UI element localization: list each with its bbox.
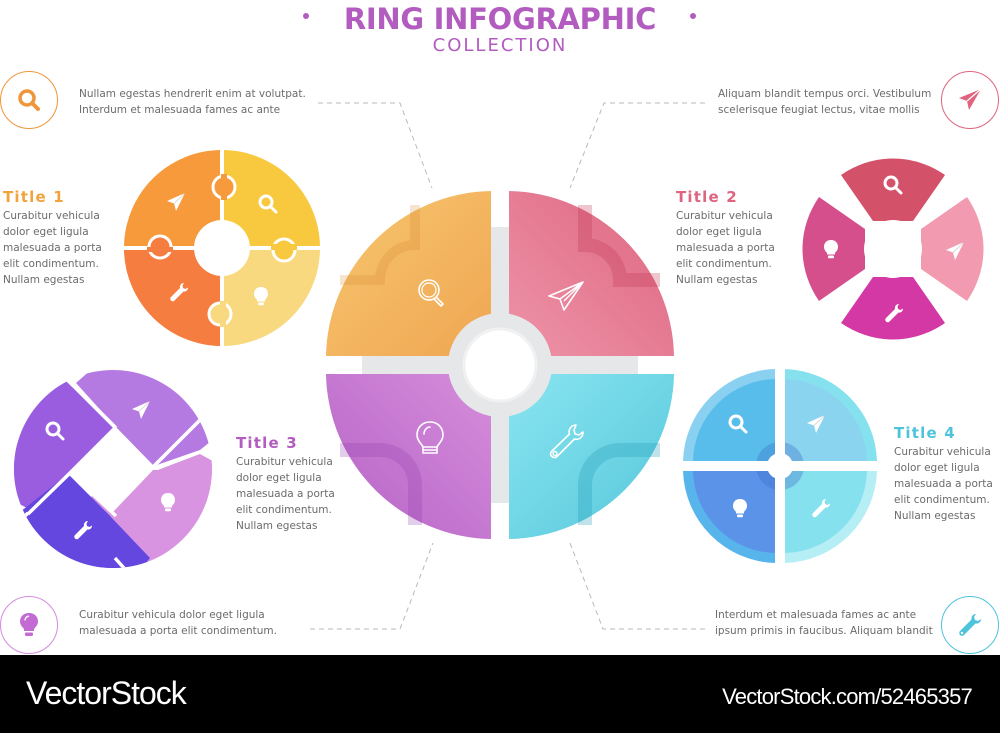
page-title: RING INFOGRAPHIC [343, 2, 657, 36]
page-subtitle: COLLECTION [432, 35, 568, 56]
section-body: Curabitur vehicula dolor eget ligula mal… [3, 208, 123, 288]
petal-segment-plane[interactable] [921, 197, 984, 301]
quadrant-segment-wrench[interactable] [785, 471, 877, 563]
callout-text-line: Aliquam blandit tempus orci. Vestibulum [718, 88, 932, 100]
section-body: Curabitur vehicula dolor eget ligula mal… [894, 444, 1000, 524]
section-line: elit condimentum. [894, 494, 990, 506]
section-title: Title 4 [894, 424, 956, 442]
puzzle-segment-wrench[interactable] [124, 250, 220, 346]
section-line: malesuada a porta [894, 478, 993, 490]
section-2: Title 2 Curabitur vehicula dolor eget li… [676, 188, 791, 288]
center-segment-bulb[interactable] [326, 374, 491, 539]
infographic-canvas: RING INFOGRAPHIC COLLECTION Nullam egest… [0, 0, 1000, 655]
footer-bar: VectorStock VectorStock.com/52465357 [0, 655, 1000, 733]
ring-puzzle [124, 150, 320, 346]
puzzle-segment-search[interactable] [224, 150, 320, 246]
callout-text-line: Interdum et malesuada fames ac ante [79, 104, 281, 116]
section-line: elit condimentum. [236, 504, 332, 516]
section-title: Title 3 [236, 434, 298, 452]
hub-center [462, 327, 538, 403]
quadrant-segment-plane[interactable] [785, 369, 877, 461]
section-body: Curabitur vehicula dolor eget ligula mal… [676, 208, 791, 288]
wrench-icon [959, 614, 981, 636]
callout-plane-circle [941, 71, 999, 129]
quadrant-segment-bulb[interactable] [683, 471, 775, 563]
callout-top-right-text: Aliquam blandit tempus orci. Vestibulum … [718, 86, 931, 118]
diagonal-segment-search[interactable] [10, 366, 113, 510]
section-line: Nullam egestas [894, 510, 976, 522]
callout-search-circle [0, 71, 58, 129]
callout-text-line: scelerisque feugiat lectus, vitae mollis [718, 104, 920, 116]
lightbulb-icon [20, 613, 38, 636]
section-line: Nullam egestas [3, 274, 85, 286]
puzzle-hub [194, 220, 250, 276]
section-body: Curabitur vehicula dolor eget ligula mal… [236, 454, 351, 534]
section-line: malesuada a porta [3, 242, 102, 254]
ring-diagonal [10, 366, 216, 568]
section-line: Nullam egestas [236, 520, 318, 532]
callout-bottom-right-text: Interdum et malesuada fames ac ante ipsu… [715, 607, 933, 639]
section-line: Curabitur vehicula [894, 446, 991, 458]
ring-quadrant [682, 368, 878, 564]
section-line: dolor eget ligula [3, 226, 89, 238]
connector-lines [310, 102, 705, 630]
section-line: Curabitur vehicula [236, 456, 333, 468]
callout-text-line: Interdum et malesuada fames ac ante [715, 609, 917, 621]
puzzle-segment-plane[interactable] [124, 150, 220, 246]
section-line: Nullam egestas [676, 274, 758, 286]
section-4: Title 4 Curabitur vehicula dolor eget li… [894, 424, 1000, 524]
section-line: elit condimentum. [676, 258, 772, 270]
section-line: Curabitur vehicula [676, 210, 773, 222]
section-title: Title 2 [676, 188, 738, 206]
callout-top-left-text: Nullam egestas hendrerit enim at volutpa… [79, 86, 306, 118]
center-segment-plane[interactable] [509, 191, 674, 356]
petal-segment-wrench[interactable] [841, 277, 945, 340]
paper-plane-icon [959, 88, 982, 110]
petal-segment-search[interactable] [841, 158, 945, 222]
section-line: dolor eget ligula [894, 462, 980, 474]
section-3: Title 3 Curabitur vehicula dolor eget li… [236, 434, 351, 534]
footer-url[interactable]: VectorStock.com/52465357 [722, 684, 973, 709]
callout-text-line: ipsum primis in faucibus. Aliquam blandi… [715, 625, 933, 637]
section-line: dolor eget ligula [676, 226, 762, 238]
ring-petal [802, 158, 984, 340]
section-line: malesuada a porta [676, 242, 775, 254]
section-1: Title 1 Curabitur vehicula dolor eget li… [3, 188, 123, 288]
section-line: malesuada a porta [236, 488, 335, 500]
center-segment-search[interactable] [326, 191, 491, 356]
diagonal-hub [70, 428, 154, 512]
callout-wrench-circle [941, 596, 999, 654]
callout-bulb-circle [0, 596, 58, 654]
quadrant-segment-search[interactable] [683, 369, 775, 461]
petal-hub [864, 220, 922, 278]
petal-segment-bulb[interactable] [802, 197, 866, 301]
section-line: dolor eget ligula [236, 472, 322, 484]
center-ring [326, 191, 674, 539]
section-title: Title 1 [3, 188, 65, 206]
callout-bottom-left-text: Curabitur vehicula dolor eget ligula mal… [79, 607, 277, 639]
title-dot-left [303, 13, 309, 19]
quadrant-hub [767, 453, 793, 479]
center-segment-wrench[interactable] [509, 374, 674, 539]
title-dot-right [690, 13, 696, 19]
section-line: elit condimentum. [3, 258, 99, 270]
section-line: Curabitur vehicula [3, 210, 100, 222]
callout-text-line: Nullam egestas hendrerit enim at volutpa… [79, 88, 306, 100]
puzzle-segment-bulb[interactable] [224, 250, 320, 346]
callout-text-line: Curabitur vehicula dolor eget ligula [79, 609, 265, 621]
callout-text-line: malesuada a porta elit condimentum. [79, 625, 277, 637]
footer-brand[interactable]: VectorStock [26, 675, 187, 711]
diagonal-segment-plane[interactable] [76, 366, 216, 466]
search-icon [18, 89, 40, 111]
